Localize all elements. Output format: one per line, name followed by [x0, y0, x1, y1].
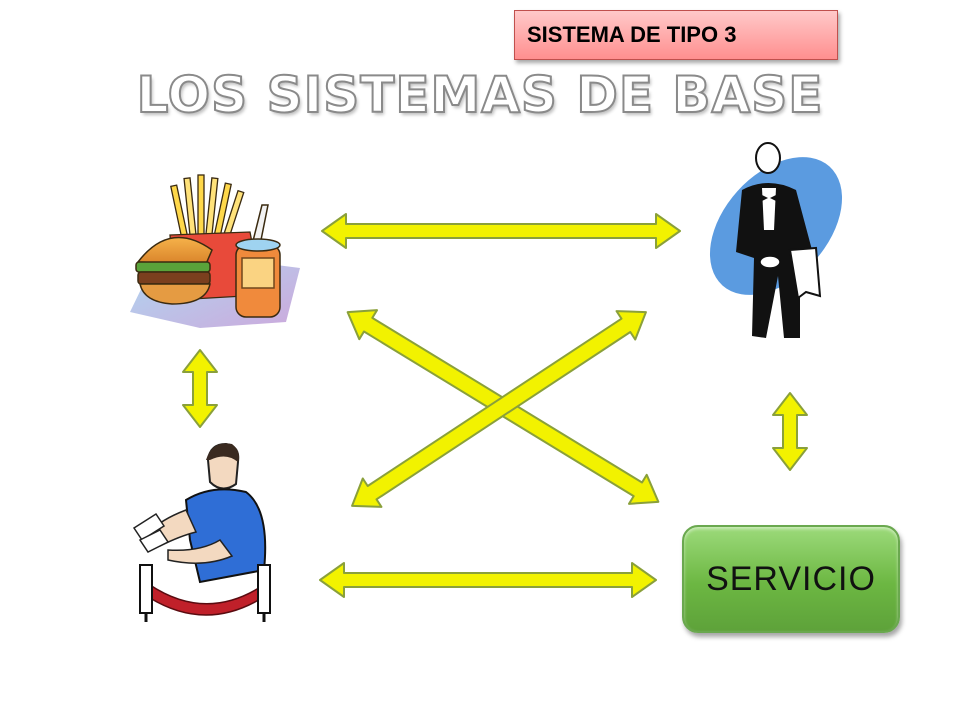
page-title: LOS SISTEMAS DE BASE — [136, 65, 824, 125]
service-node[interactable]: SERVICIO — [682, 525, 900, 633]
arrow-food-waiter — [321, 213, 681, 249]
arrow-food-cashier — [182, 349, 218, 428]
service-label: SERVICIO — [706, 559, 876, 598]
arrow-cashier-waiter — [351, 310, 647, 508]
waiter-icon — [709, 142, 843, 338]
arrow-waiter-service — [772, 392, 808, 471]
food-icon — [130, 174, 300, 328]
cashier-icon — [132, 442, 271, 622]
system-type-label: SISTEMA DE TIPO 3 — [527, 22, 737, 47]
system-type-tag: SISTEMA DE TIPO 3 — [514, 10, 838, 60]
arrow-cashier-service — [319, 562, 657, 598]
